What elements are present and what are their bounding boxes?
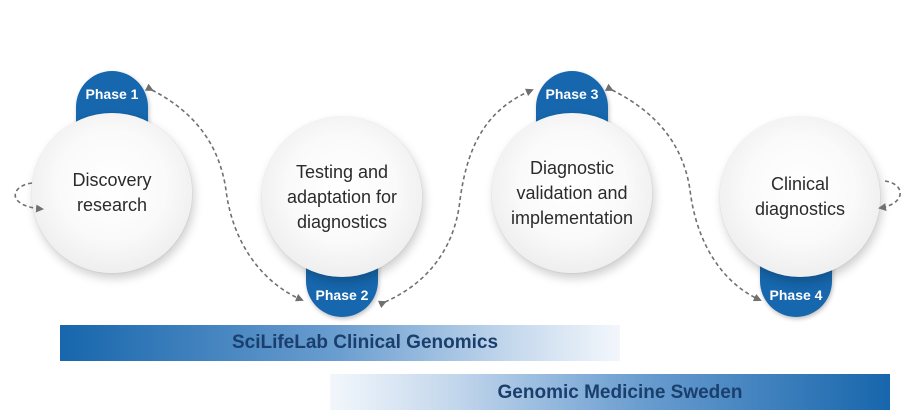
exit-loop-arrow [878, 180, 901, 212]
scilifelab-band: SciLifeLab Clinical Genomics [60, 325, 620, 361]
phase-2-text: Testing and adaptation for diagnostics [286, 161, 398, 232]
phase-4-text: Clinical diagnostics [754, 174, 846, 219]
gms-band: Genomic Medicine Sweden [330, 374, 890, 410]
phase-4-circle: Clinical diagnostics [720, 117, 880, 277]
phase-3-circle: Diagnostic validation and implementation [492, 113, 652, 273]
phase-3-label: Phase 3 [545, 86, 599, 102]
phase-4-label: Phase 4 [769, 287, 823, 303]
gms-band-label: Genomic Medicine Sweden [497, 382, 743, 403]
scilifelab-band-label: SciLifeLab Clinical Genomics [231, 332, 499, 353]
phase-2-circle: Testing and adaptation for diagnostics [262, 117, 422, 277]
phase-1-text: Discovery research [72, 170, 152, 215]
phase-3-text: Diagnostic validation and implementation [510, 157, 634, 228]
phase-1-label: Phase 1 [85, 86, 139, 102]
phase-2-label: Phase 2 [315, 287, 369, 303]
phase-1-circle: Discovery research [32, 113, 192, 273]
